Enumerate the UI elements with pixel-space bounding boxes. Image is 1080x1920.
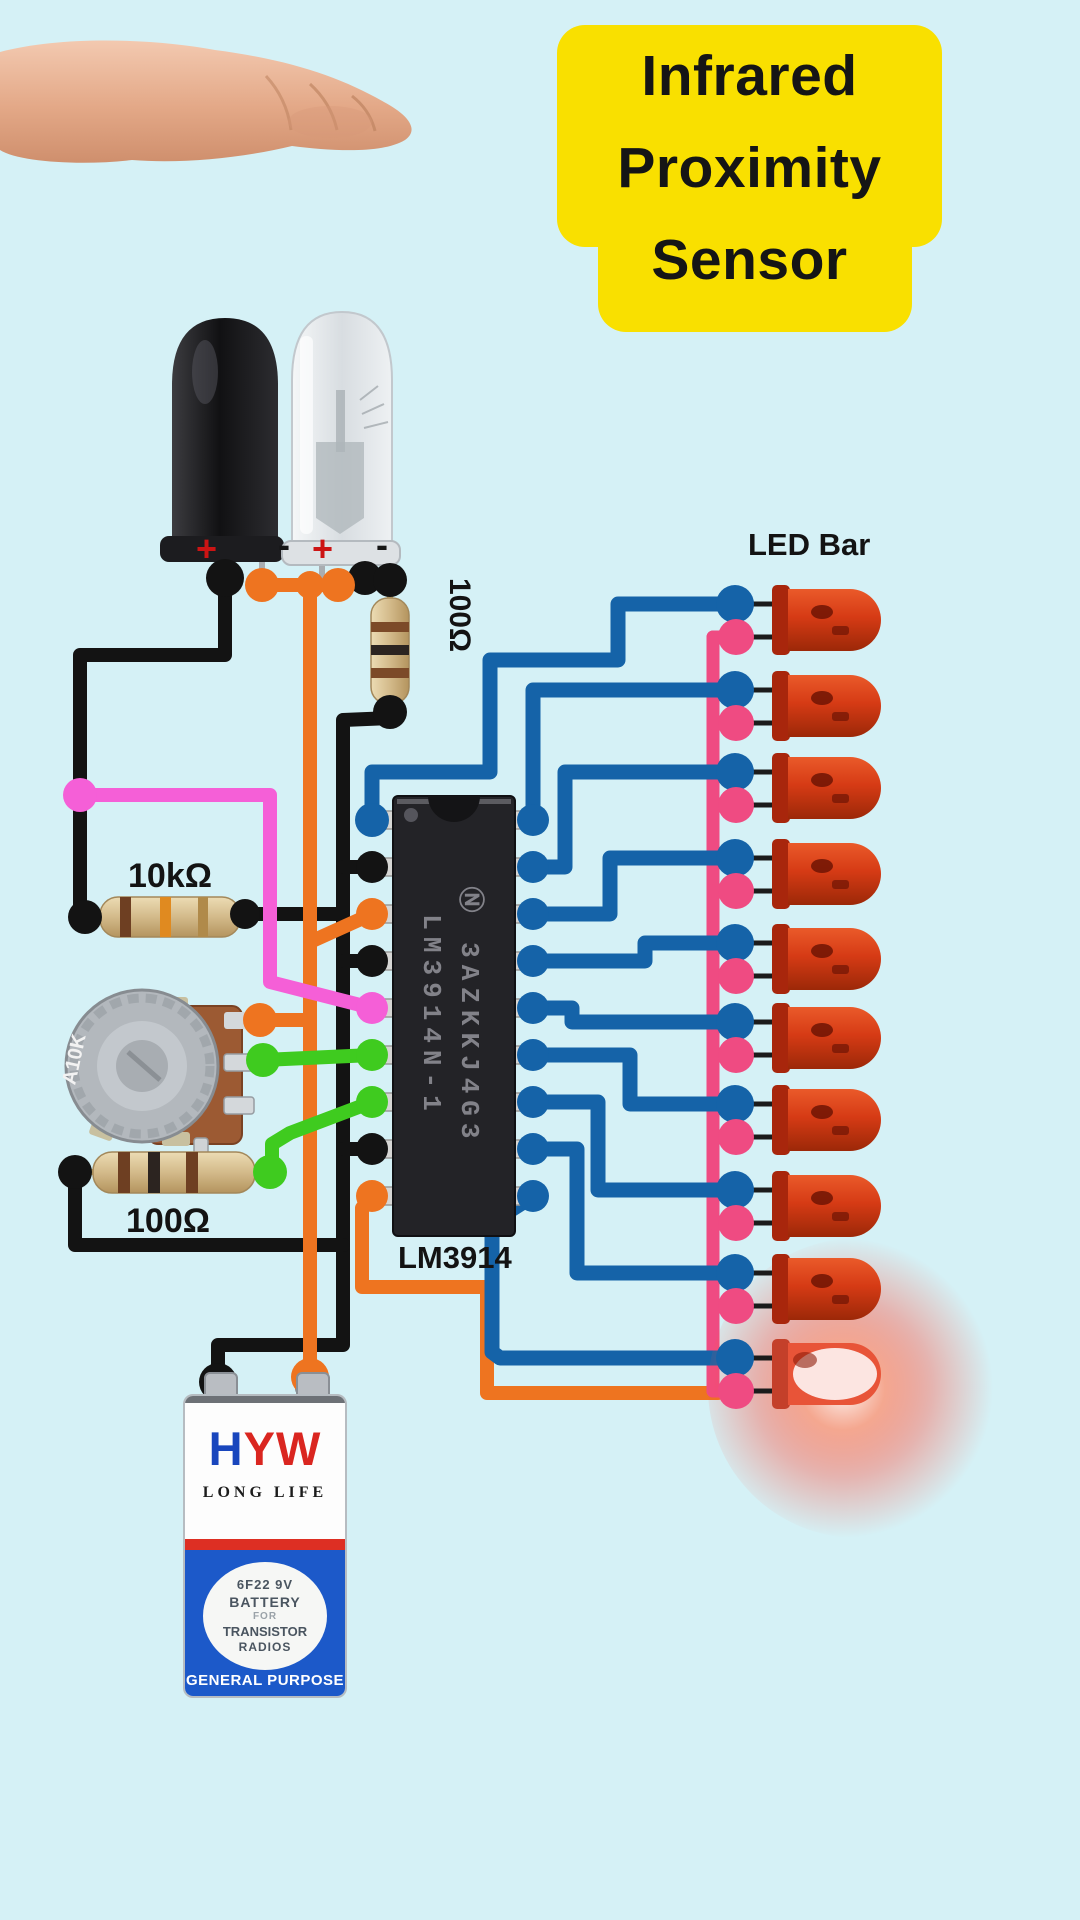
ic-marking-row-2: LM3914N-1 bbox=[416, 914, 447, 1118]
emitter-minus-label: - bbox=[376, 524, 388, 565]
ic-caption: LM3914 bbox=[398, 1240, 512, 1275]
potentiometer bbox=[64, 988, 255, 1161]
title-line-2: Proximity bbox=[617, 136, 882, 200]
battery-red-stripe bbox=[185, 1539, 345, 1550]
page-title: Infrared Proximity Sensor bbox=[557, 30, 942, 306]
resistor-100ohm-bottom bbox=[75, 1151, 268, 1194]
led-bar bbox=[708, 585, 1008, 1538]
led-lit bbox=[772, 1339, 881, 1409]
resistor-100ohm-top bbox=[370, 580, 410, 712]
receiver-minus-label: - bbox=[278, 524, 290, 565]
wires-led-outputs-blue bbox=[364, 596, 743, 1366]
battery-footer: GENERAL PURPOSE bbox=[185, 1672, 345, 1689]
resistor-top-label: 100Ω bbox=[443, 577, 476, 653]
title-line-1: Infrared bbox=[641, 44, 858, 108]
led-bodies bbox=[772, 585, 881, 1409]
receiver-plus-label: + bbox=[196, 528, 218, 569]
battery-tagline: LONG LIFE bbox=[202, 1484, 328, 1501]
ir-receiver-led bbox=[160, 318, 284, 562]
title-line-3: Sensor bbox=[651, 228, 848, 292]
hand-image bbox=[0, 40, 412, 163]
ic-marking-row-1: Ⓝ 3AZKKJ4G3 bbox=[454, 886, 485, 1146]
battery-top-edge bbox=[185, 1396, 345, 1403]
emitter-plus-label: + bbox=[312, 528, 334, 569]
battery-blue-section: 6F22 9V BATTERY FOR TRANSISTOR RADIOS GE… bbox=[185, 1550, 345, 1696]
ir-emitter-led bbox=[281, 310, 401, 566]
led-bar-label: LED Bar bbox=[748, 527, 871, 562]
battery-body: HYW LONG LIFE 6F22 9V BATTERY FOR TRANSI… bbox=[183, 1394, 347, 1698]
battery-brand: HYW bbox=[208, 1422, 322, 1475]
ic-logo-icon: Ⓝ bbox=[454, 886, 485, 920]
ic-marking: Ⓝ 3AZKKJ4G3 LM3914N-1 bbox=[399, 801, 509, 1231]
resistor-mid-label: 10kΩ bbox=[128, 857, 212, 895]
title-card-tab bbox=[598, 190, 912, 332]
wire-signal-magenta bbox=[73, 788, 379, 1015]
battery-9v: HYW LONG LIFE 6F22 9V BATTERY FOR TRANSI… bbox=[183, 1372, 347, 1698]
resistor-bottom-label: 100Ω bbox=[126, 1202, 210, 1240]
wires-ground-black bbox=[68, 571, 397, 1389]
battery-spec-oval: 6F22 9V BATTERY FOR TRANSISTOR RADIOS bbox=[203, 1562, 327, 1670]
resistor-10kohm bbox=[85, 896, 249, 938]
